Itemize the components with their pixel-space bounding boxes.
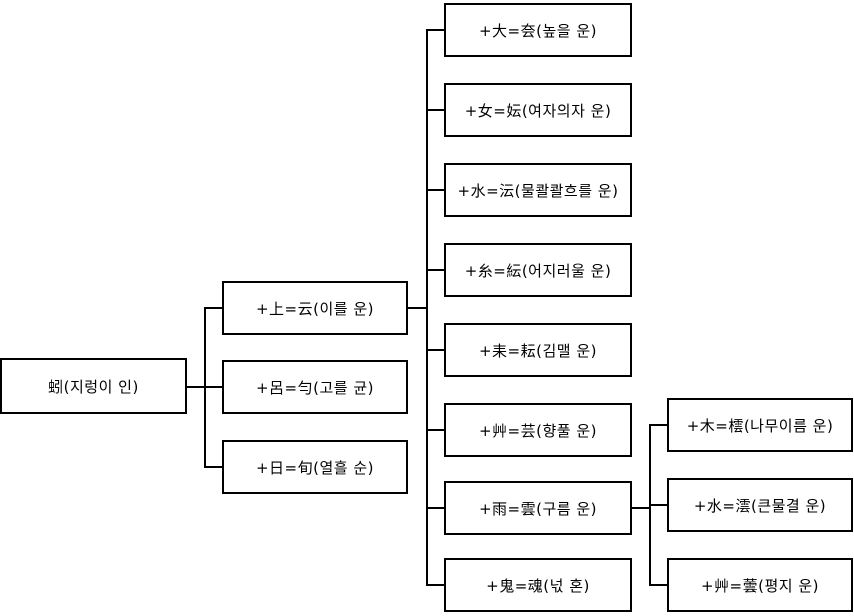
node-label: +女=妘(여자의자 운)	[464, 101, 612, 120]
connector-level2-stub-4	[426, 349, 445, 351]
connector-level1-stub-0	[204, 307, 222, 309]
node-label: +水=澐(큰물결 운)	[693, 496, 827, 515]
connector-level1-trunk	[204, 307, 206, 468]
node-label: +上=云(이를 운)	[255, 299, 374, 318]
node-un-tree-name: +木=橒(나무이름 운)	[667, 398, 853, 452]
node-hon-soul: +鬼=魂(넋 혼)	[444, 558, 632, 612]
connector-level1-stub-2	[204, 466, 222, 468]
connector-level2-stub-2	[426, 189, 445, 191]
node-label: +呂=勻(고를 균)	[255, 378, 374, 397]
node-label: +大=夽(높을 운)	[478, 21, 597, 40]
connector-level2-stub-0	[426, 29, 445, 31]
connector-level3-stub-1	[649, 504, 668, 506]
node-label: +雨=雲(구름 운)	[478, 499, 597, 518]
node-un-say: +上=云(이를 운)	[222, 281, 408, 335]
node-un-weeding: +耒=耘(김맬 운)	[444, 323, 632, 377]
node-un-high: +大=夽(높을 운)	[444, 3, 632, 57]
connector-yun-horizontal	[408, 307, 427, 309]
connector-level2-trunk	[426, 29, 428, 586]
node-un-woman: +女=妘(여자의자 운)	[444, 83, 632, 137]
connector-level3-stub-2	[649, 584, 668, 586]
node-label: +鬼=魂(넋 혼)	[486, 576, 590, 595]
connector-cloud-horizontal	[631, 507, 650, 509]
node-label: +艸=芸(향풀 운)	[478, 421, 597, 440]
connector-level3-stub-0	[649, 424, 668, 426]
node-un-rushing-water: +水=沄(물콸콸흐를 운)	[444, 163, 632, 217]
node-label: +糸=紜(어지러울 운)	[464, 261, 612, 280]
connector-level2-stub-3	[426, 269, 445, 271]
node-un-cloud: +雨=雲(구름 운)	[444, 481, 632, 535]
node-label: +耒=耘(김맬 운)	[478, 341, 597, 360]
node-label: +艸=蕓(평지 운)	[700, 576, 819, 595]
node-sun-ten-days: +日=旬(열흘 순)	[222, 440, 408, 494]
connector-level2-stub-5	[426, 429, 445, 431]
node-un-rape-plant: +艸=蕓(평지 운)	[667, 558, 853, 612]
node-label: +日=旬(열흘 순)	[255, 458, 374, 477]
connector-level2-stub-1	[426, 109, 445, 111]
node-gyun-even: +呂=勻(고를 균)	[222, 360, 408, 414]
node-un-big-wave: +水=澐(큰물결 운)	[667, 478, 853, 532]
connector-level2-stub-6	[426, 507, 445, 509]
node-label: 蚓(지렁이 인)	[48, 377, 139, 396]
node-un-tangled: +糸=紜(어지러울 운)	[444, 243, 632, 297]
node-label: +水=沄(물콸콸흐를 운)	[457, 181, 619, 200]
node-root-earthworm-in: 蚓(지렁이 인)	[0, 358, 187, 414]
node-un-fragrant-herb: +艸=芸(향풀 운)	[444, 403, 632, 457]
node-label: +木=橒(나무이름 운)	[686, 416, 834, 435]
connector-level2-stub-7	[426, 584, 445, 586]
